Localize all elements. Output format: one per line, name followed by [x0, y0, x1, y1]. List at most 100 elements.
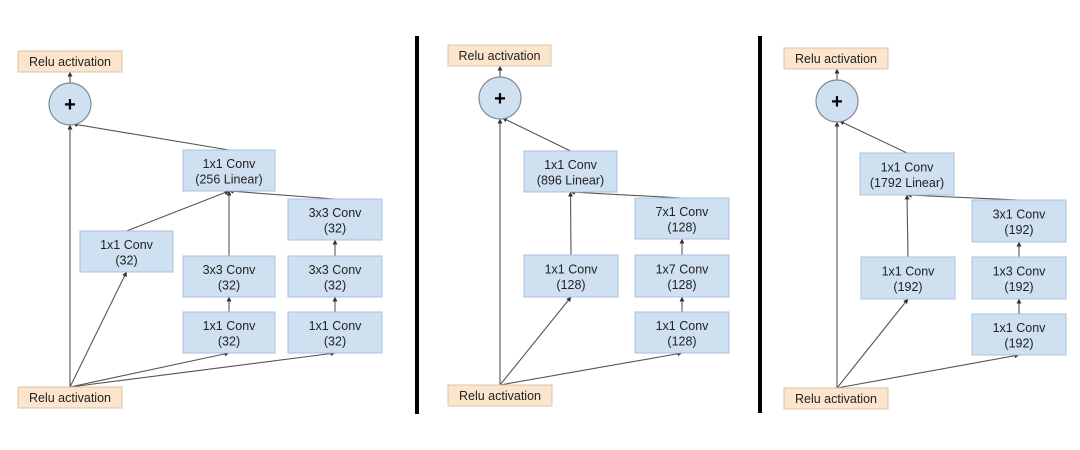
conv-label-type: 1x3 Conv	[993, 265, 1047, 279]
relu-activation-output: Relu activation	[447, 44, 552, 67]
conv-label-type: 3x3 Conv	[309, 263, 363, 277]
conv-node-b2c: 3x1 Conv(192)	[971, 199, 1067, 243]
conv-box	[287, 311, 383, 354]
conv-box	[523, 254, 619, 298]
conv-box	[634, 311, 730, 354]
conv-node-b3a: 1x1 Conv(32)	[287, 311, 383, 354]
conv-label-filters: (1792 Linear)	[870, 176, 944, 190]
conv-node-b2a: 1x1 Conv (192)	[971, 313, 1067, 356]
conv-label-type: 3x1 Conv	[993, 208, 1047, 222]
relu-activation-output-label: Relu activation	[459, 49, 541, 63]
conv-label-filters: (192)	[1004, 223, 1033, 237]
conv-label-filters: (32)	[324, 222, 346, 236]
edge-input-to-b2a	[69, 351, 230, 388]
conv-box	[182, 149, 276, 192]
conv-label-type: 7x1 Conv	[656, 205, 710, 219]
add-node: +	[48, 82, 92, 126]
conv-label-type: 3x3 Conv	[203, 263, 257, 277]
conv-label-type: 1x1 Conv	[100, 238, 154, 252]
plus-icon: +	[494, 88, 506, 110]
conv-label-filters: (256 Linear)	[195, 173, 262, 187]
conv-node-proj: 1x1 Conv (256 Linear)	[182, 149, 276, 192]
add-circle	[48, 82, 92, 126]
conv-label-type: 1x1 Conv	[656, 319, 710, 333]
relu-activation-input: Relu activation	[447, 384, 553, 407]
edges-inception-resnet-a	[67, 71, 338, 388]
edge-input-to-b1	[836, 298, 909, 389]
edge-b3c-to-proj	[228, 188, 336, 200]
relu-activation-output: Relu activation	[17, 50, 123, 73]
conv-label-filters: (32)	[115, 254, 137, 268]
conv-label-filters: (32)	[324, 279, 346, 293]
relu-activation-input-box	[447, 384, 553, 407]
relu-activation-input-label: Relu activation	[795, 392, 877, 406]
conv-node-b2b: 3x3 Conv (32)	[182, 255, 276, 298]
conv-label-filters: (896 Linear)	[537, 174, 604, 188]
conv-label-filters: (128)	[667, 221, 696, 235]
conv-node-b2b: 1x3 Conv(192)	[971, 256, 1067, 300]
conv-label-type: 1x1 Conv	[882, 265, 936, 279]
conv-label-filters: (32)	[218, 335, 240, 349]
relu-activation-input-box	[783, 387, 889, 410]
conv-box	[523, 150, 618, 193]
add-circle	[478, 76, 522, 120]
relu-activation-output: Relu activation	[783, 47, 889, 70]
conv-label-type: 1x1 Conv	[993, 321, 1047, 335]
conv-box	[634, 197, 730, 240]
edge-input-to-b1	[69, 271, 127, 388]
relu-activation-input-box	[17, 386, 123, 409]
conv-node-b3c: 3x3 Conv (32)	[287, 198, 383, 241]
relu-activation-output-label: Relu activation	[795, 52, 877, 66]
relu-activation-input: Relu activation	[783, 387, 889, 410]
conv-box	[860, 256, 956, 300]
relu-activation-output-box	[447, 44, 552, 67]
edge-input-to-b1	[499, 296, 572, 386]
conv-box	[859, 152, 955, 196]
edge-b2c-to-proj	[906, 192, 1020, 201]
conv-node-b1: 1x1 Conv (32)	[79, 230, 174, 273]
conv-box	[79, 230, 174, 273]
conv-box	[287, 198, 383, 241]
relu-activation-output-box	[783, 47, 889, 70]
conv-label-type: 3x3 Conv	[309, 206, 363, 220]
conv-box	[971, 313, 1067, 356]
edges-inception-resnet-c	[834, 68, 1022, 389]
relu-activation-input-label: Relu activation	[459, 389, 541, 403]
conv-label-filters: (32)	[218, 279, 240, 293]
edges-inception-resnet-b	[497, 65, 685, 386]
conv-label-type: 1x1 Conv	[881, 161, 935, 175]
conv-box	[182, 311, 276, 354]
edge-input-to-b2a	[836, 353, 1020, 389]
conv-node-b1: 1x1 Conv(192)	[860, 256, 956, 300]
edge-proj-to-add	[72, 122, 230, 151]
conv-label-type: 1x1 Conv	[203, 319, 257, 333]
conv-label-filters: (128)	[667, 278, 696, 292]
conv-node-b2a: 1x1 Conv(128)	[634, 311, 730, 354]
conv-node-proj: 1x1 Conv(1792 Linear)	[859, 152, 955, 196]
add-node: +	[815, 79, 859, 123]
plus-icon: +	[831, 91, 843, 113]
plus-icon: +	[64, 94, 76, 116]
add-node: +	[478, 76, 522, 120]
conv-label-type: 1x1 Conv	[309, 319, 363, 333]
conv-label-type: 1x1 Conv	[544, 158, 598, 172]
edge-b1-to-proj	[568, 191, 574, 256]
conv-label-filters: (192)	[1004, 337, 1033, 351]
conv-node-b3b: 3x3 Conv (32)	[287, 255, 383, 298]
edge-proj-to-add	[502, 117, 571, 152]
conv-label-type: 1x1 Conv	[203, 157, 257, 171]
relu-activation-output-box	[17, 50, 123, 73]
conv-node-b2a: 1x1 Conv (32)	[182, 311, 276, 354]
relu-activation-input-label: Relu activation	[29, 391, 111, 405]
conv-label-type: 1x7 Conv	[656, 263, 710, 277]
relu-activation-input: Relu activation	[17, 386, 123, 409]
conv-node-b1: 1x1 Conv(128)	[523, 254, 619, 298]
conv-box	[971, 199, 1067, 243]
conv-label-filters: (192)	[893, 280, 922, 294]
conv-label-filters: (128)	[556, 278, 585, 292]
add-circle	[815, 79, 859, 123]
conv-node-b2b: 1x7 Conv(128)	[634, 254, 730, 298]
